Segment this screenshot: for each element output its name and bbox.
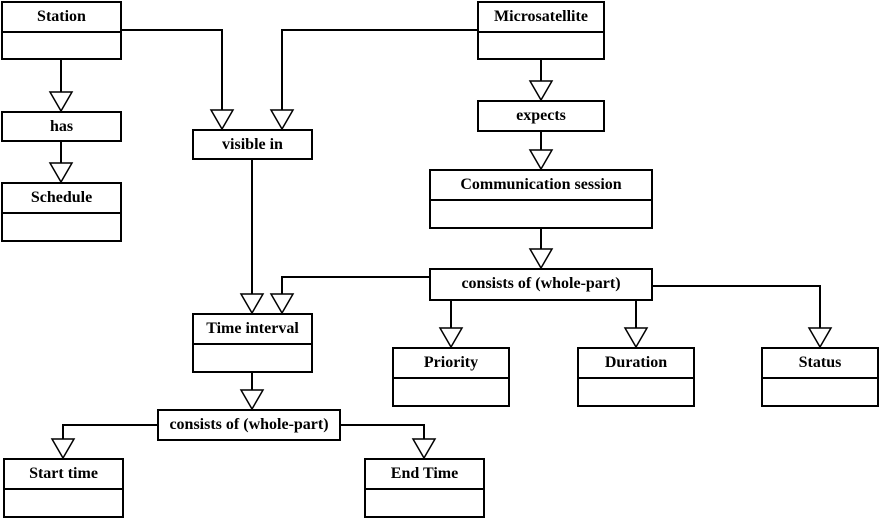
expects-relation[interactable]: expects [477,100,605,132]
arrowhead-icon [48,162,74,184]
priority-label: Priority [394,349,508,379]
arrow-has-to-schedule [48,142,74,184]
arrowhead-icon [528,149,554,171]
communication-session-class[interactable]: Communication session [429,169,653,229]
visible-in-relation[interactable]: visible in [192,129,313,160]
station-class[interactable]: Station [1,1,122,60]
arrow-station-to-has [48,60,74,113]
arrowhead-icon [239,389,265,411]
consists-of-interval-relation[interactable]: consists of (whole-part) [157,409,341,441]
schedule-class[interactable]: Schedule [1,182,122,242]
arrowhead-icon [209,109,235,131]
consists-of-session-label: consists of (whole-part) [461,275,621,292]
arrow-time-interval-to-consists-of-interval [239,373,265,411]
arrow-consists-of-session-to-priority [438,301,464,349]
has-label: has [49,118,74,135]
station-label: Station [3,3,120,33]
arrow-expects-to-communication-session [528,132,554,171]
arrowhead-icon [269,293,295,315]
arrowhead-icon [411,438,437,460]
arrowhead-icon [48,91,74,113]
schedule-label: Schedule [3,184,120,214]
visible-in-label: visible in [222,136,283,153]
arrow-communication-session-to-consists-of-session [528,229,554,270]
arrowhead-icon [239,293,265,315]
arrow-consists-of-session-to-status [653,285,833,349]
microsatellite-label: Microsatellite [479,3,603,33]
arrow-consists-of-interval-to-end-time [341,424,437,460]
has-relation[interactable]: has [1,111,122,142]
status-class[interactable]: Status [761,347,879,407]
arrowhead-icon [528,248,554,270]
end-time-label: End Time [366,460,483,490]
arrow-consists-of-session-to-time-interval [269,276,429,315]
start-time-class[interactable]: Start time [3,458,124,518]
expects-label: expects [516,107,566,124]
status-label: Status [763,349,877,379]
end-time-class[interactable]: End Time [364,458,485,518]
time-interval-label: Time interval [194,315,311,345]
microsatellite-class[interactable]: Microsatellite [477,1,605,60]
arrow-visible-in-to-time-interval [239,160,265,315]
duration-class[interactable]: Duration [577,347,695,407]
arrowhead-icon [807,327,833,349]
arrow-microsatellite-to-visible-in [269,29,477,131]
consists-of-session-relation[interactable]: consists of (whole-part) [429,268,653,301]
duration-label: Duration [579,349,693,379]
communication-session-label: Communication session [431,171,651,201]
arrowhead-icon [50,438,76,460]
arrowhead-icon [528,80,554,102]
arrow-microsatellite-to-expects [528,60,554,102]
arrowhead-icon [438,327,464,349]
arrow-consists-of-interval-to-start-time [50,424,157,460]
priority-class[interactable]: Priority [392,347,510,407]
start-time-label: Start time [5,460,122,490]
arrowhead-icon [269,109,295,131]
arrow-station-to-visible-in [122,29,235,131]
arrowhead-icon [623,327,649,349]
consists-of-interval-label: consists of (whole-part) [169,416,329,433]
time-interval-class[interactable]: Time interval [192,313,313,373]
arrow-consists-of-session-to-duration [623,301,649,349]
